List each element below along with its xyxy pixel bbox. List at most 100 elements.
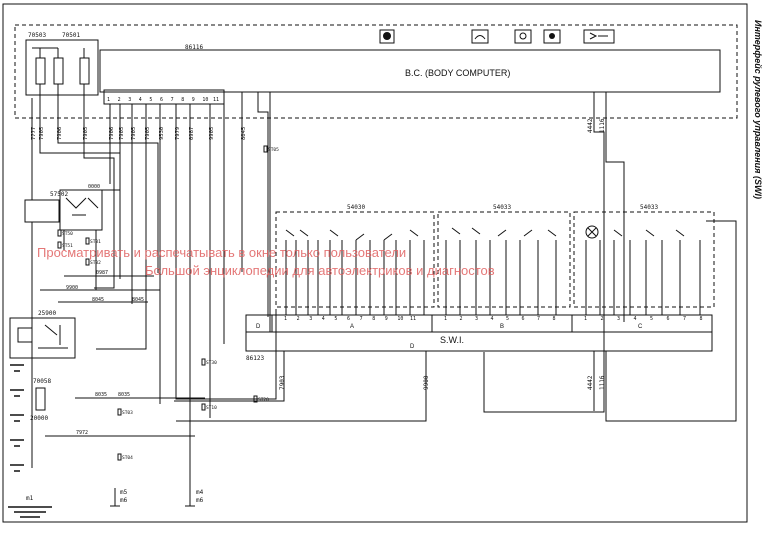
j1-pin: 7 [171, 97, 174, 103]
wire-4442-top: 4442 [587, 118, 594, 133]
module-54030 [275, 211, 435, 308]
horizontal-wires [40, 275, 205, 437]
wire-bundle-top [31, 92, 625, 488]
swi-pin: 5 [334, 316, 337, 322]
side-title: Интерфейс рулевого управления (SWI) [753, 20, 763, 199]
swi-pin: 11 [410, 316, 416, 322]
connector-label: ST01 [90, 239, 101, 245]
j1-pin: 10 [202, 97, 208, 103]
ground-label-m5: m5 [120, 489, 128, 496]
swi-pin: 5 [506, 316, 509, 322]
label-70501: 70501 [62, 32, 80, 39]
connector-label: ST20 [258, 397, 269, 403]
swi-pin: 7 [537, 316, 540, 322]
label-70058: 70058 [33, 378, 51, 385]
label-57502: 57502 [50, 191, 68, 198]
module-54033-right [573, 211, 715, 308]
swi-unit [245, 314, 713, 352]
swi-code: 86123 [246, 355, 264, 362]
module-switch-contacts [285, 225, 685, 241]
wire-7903: 7903 [279, 375, 286, 390]
connector-label: ST50 [62, 231, 73, 237]
label-module-54033-right: 54033 [640, 204, 658, 211]
wire-code-top: 7905 [119, 127, 125, 140]
j1-pin: 1 [107, 97, 110, 103]
wire-code-top: 7905 [83, 127, 89, 140]
connector-stub [263, 145, 268, 153]
swi-pin: 8 [372, 316, 375, 322]
diagram-frame [2, 3, 748, 523]
connector-label: ST03 [122, 410, 133, 416]
wire-0000: 0000 [88, 184, 100, 190]
wire-1116-top: 1116 [599, 118, 606, 133]
swi-pin: 1 [584, 316, 587, 322]
connector-label: ST05 [268, 147, 279, 153]
ground-label-m6b: m6 [196, 497, 204, 504]
wiper-icon [471, 29, 489, 44]
swi-pin: 4 [322, 316, 325, 322]
connector-stub [57, 241, 62, 249]
resistor-2 [53, 57, 64, 85]
wire-code-top: 7906 [109, 127, 115, 140]
swi-pin: 3 [475, 316, 478, 322]
swi-pin: 8 [700, 316, 703, 322]
swi-pin: 10 [397, 316, 403, 322]
wire-8045-right: 8045 [132, 297, 144, 303]
module-pin-wires [285, 240, 701, 315]
wire-9900-left: 9900 [66, 285, 78, 291]
swi-pin: 3 [617, 316, 620, 322]
connector-label: ST10 [206, 405, 217, 411]
wire-code-top: 7777 [31, 127, 37, 140]
connector-stub [117, 408, 122, 416]
ground-m1 [8, 506, 52, 518]
label-20000: 20000 [30, 415, 48, 422]
switch-57502 [59, 189, 103, 231]
wire-4442-lower: 4442 [587, 375, 594, 390]
j1-pin: 9 [192, 97, 195, 103]
connector-stub [201, 403, 206, 411]
swi-section-d-bottom: D [410, 344, 415, 350]
battery-cells [10, 364, 24, 472]
wire-7972: 7972 [76, 430, 88, 436]
connector-j1 [103, 89, 225, 105]
high-beam-icon [583, 29, 615, 44]
swi-lower-wires [174, 220, 737, 422]
swi-pin: 9 [385, 316, 388, 322]
connector-label: ST02 [90, 260, 101, 266]
connector-stub [85, 237, 90, 245]
connector-stub [85, 258, 90, 266]
resistor-3 [79, 57, 90, 85]
resistor-1 [35, 57, 46, 85]
connector-stub [57, 229, 62, 237]
label-25900: 25900 [38, 310, 56, 317]
wire-code-top: 8045 [241, 127, 247, 140]
body-computer-code: 86116 [185, 44, 203, 51]
wire-code-top: 0987 [189, 127, 195, 140]
swi-pin: 8 [553, 316, 556, 322]
swi-section-a: A [350, 324, 354, 330]
swi-pin: 2 [297, 316, 300, 322]
swi-pin: 7 [360, 316, 363, 322]
switch-57502-symbol [24, 199, 60, 223]
j1-pin: 4 [139, 97, 142, 103]
connector-label: ST30 [206, 360, 217, 366]
swi-pin: 2 [601, 316, 604, 322]
ground-label-m1: m1 [26, 495, 34, 502]
swi-pin: 6 [347, 316, 350, 322]
wire-9900-lower: 9900 [423, 375, 430, 390]
wire-1116-lower: 1116 [599, 375, 606, 390]
wire-8035-right: 8035 [118, 392, 130, 398]
module-54033-middle [437, 211, 571, 308]
ground-label-m6a: m6 [120, 497, 128, 504]
swi-pin: 7 [683, 316, 686, 322]
wire-0987: 0987 [96, 270, 108, 276]
swi-section-b: B [500, 324, 504, 330]
swi-pin: 4 [491, 316, 494, 322]
swi-pin: 3 [309, 316, 312, 322]
swi-pin: 6 [667, 316, 670, 322]
body-computer-label: B.C. (BODY COMPUTER) [405, 68, 510, 78]
j1-pin: 2 [118, 97, 121, 103]
connector-label: ST04 [122, 455, 133, 461]
connector-stub [201, 358, 206, 366]
